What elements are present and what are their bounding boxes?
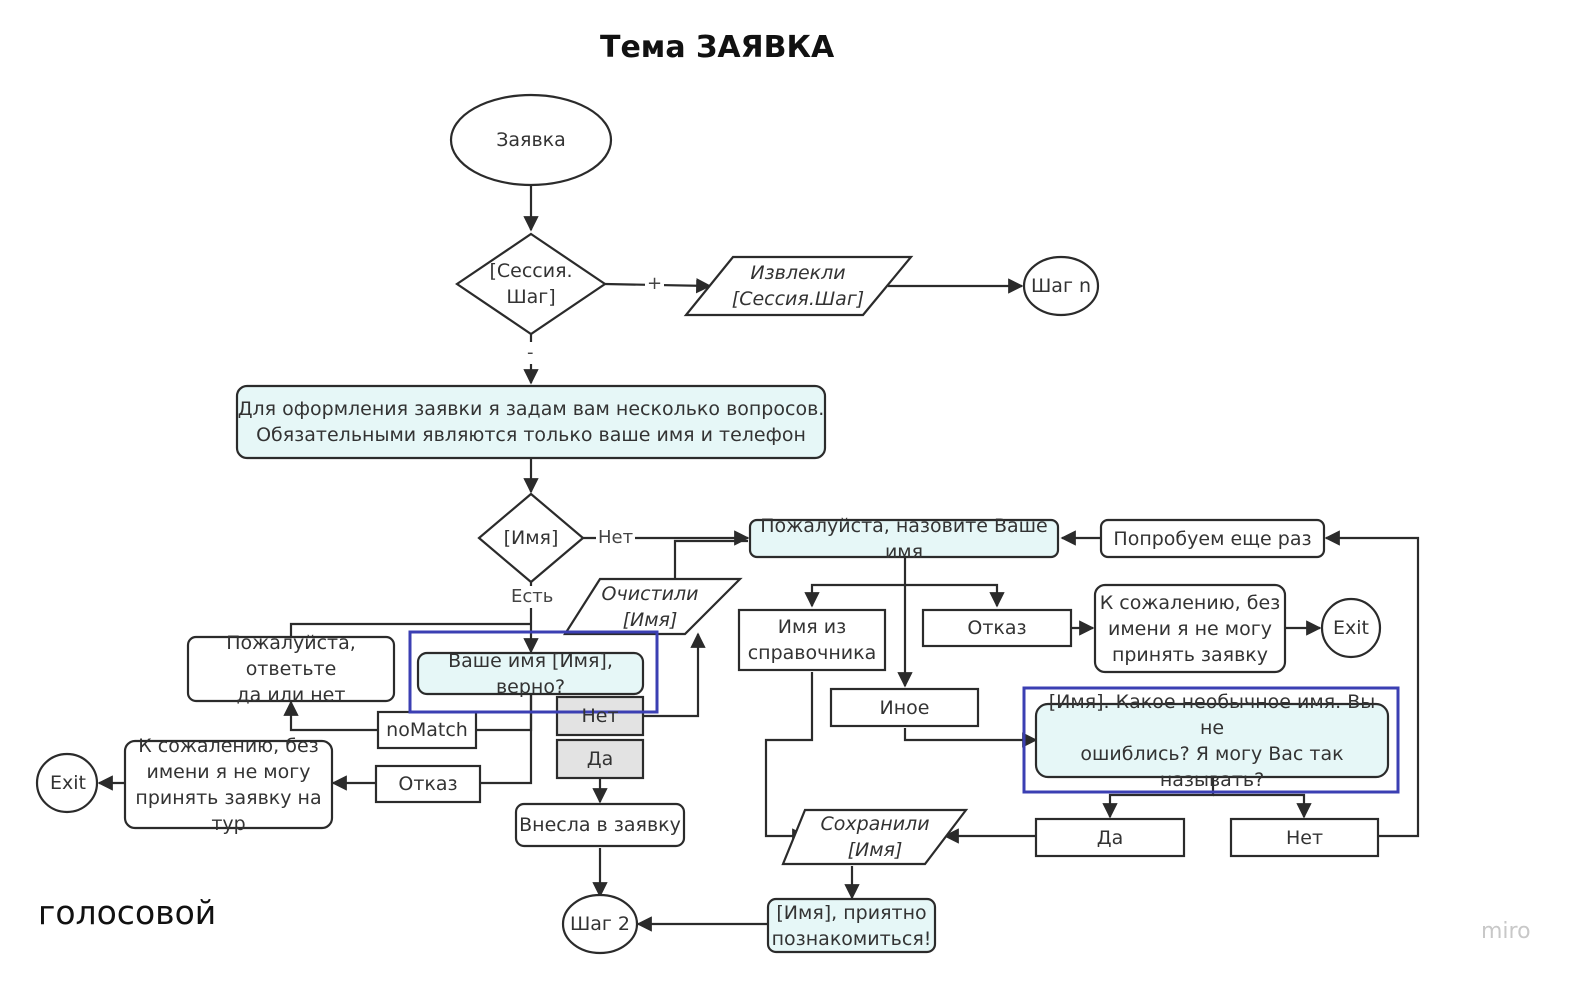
node-intro[interactable]: Для оформления заявки я задам вам нескол… — [237, 398, 825, 446]
node-from-directory[interactable]: Имя из справочника — [747, 616, 877, 664]
node-no-match[interactable]: noMatch — [386, 719, 468, 741]
node-step2-shape — [561, 893, 639, 955]
node-unusual-name[interactable]: [Имя]. Какое необычное имя. Вы не ошибли… — [1048, 690, 1376, 791]
node-unusual-shape — [1034, 702, 1390, 779]
selection-frame-confirm — [408, 630, 659, 714]
node-exit-left-shape — [35, 752, 99, 814]
shapes — [35, 93, 1390, 955]
node-nomatch-shape — [376, 710, 478, 750]
node-confirm-name[interactable]: Ваше имя [Имя], верно? — [448, 649, 613, 698]
selection-frame-unusual — [1022, 686, 1400, 794]
node-session-shape — [455, 232, 607, 336]
node-ask-name[interactable]: Пожалуйста, назовите Ваше имя — [760, 514, 1048, 563]
node-directory-shape — [737, 608, 887, 672]
node-saved-shape — [781, 808, 969, 866]
node-other[interactable]: Иное — [879, 696, 930, 719]
node-try-again[interactable]: Попробуем еще раз — [1113, 527, 1312, 550]
edge-please-to-confirm — [289, 622, 531, 636]
node-name-check[interactable]: [Имя] — [503, 527, 559, 549]
node-session-step[interactable]: [Сессия. Шаг] — [489, 260, 573, 308]
node-confirm-shape — [416, 651, 645, 696]
edge-label-minus: - — [525, 342, 536, 364]
edge-nomatch-to-please — [283, 700, 378, 732]
node-yes-left[interactable]: Да — [586, 748, 614, 770]
edge-unusual-to-yes — [1102, 778, 1215, 819]
node-no-right-shape — [1229, 817, 1380, 858]
node-tryagain-shape — [1099, 518, 1326, 559]
edge-directory-to-saved — [764, 672, 814, 844]
node-step-2[interactable]: Шаг 2 — [569, 913, 631, 935]
edge-unusual-to-no — [1213, 793, 1312, 819]
edge-label-plus: + — [645, 273, 665, 295]
edge-label-yes-exists: Есть — [509, 586, 556, 608]
node-nice-shape — [766, 897, 937, 954]
node-refusal-right[interactable]: Отказ — [967, 617, 1027, 639]
node-namecheck-shape — [477, 492, 585, 584]
node-sorry-right-shape — [1093, 583, 1287, 674]
node-start[interactable]: Заявка — [496, 129, 566, 151]
node-step-n[interactable]: Шаг n — [1030, 275, 1092, 297]
node-no-right[interactable]: Нет — [1285, 826, 1324, 849]
node-refusal-left-shape — [374, 764, 482, 804]
node-exit-right[interactable]: Exit — [1333, 617, 1369, 639]
node-intro-shape — [235, 384, 827, 460]
node-cleared[interactable]: Очистили [Имя] — [601, 582, 699, 631]
node-extracted-shape — [683, 255, 914, 317]
edge-other-to-unusual — [903, 728, 1038, 748]
edge-cleared-to-ask — [673, 539, 748, 583]
edge-ask-to-refusal — [905, 583, 1005, 608]
node-sorry-left-shape — [123, 739, 334, 830]
node-nice-to-meet[interactable]: [Имя], приятно познакомиться! — [771, 901, 932, 950]
node-please-answer[interactable]: Пожалуйста, ответьте да или нет — [226, 632, 356, 706]
edge-ask-to-directory — [804, 557, 907, 608]
node-sorry-left[interactable]: К сожалению, без имени я не могу принять… — [135, 734, 322, 835]
node-please-shape — [186, 635, 396, 703]
node-other-shape — [829, 687, 980, 728]
node-extracted[interactable]: Извлекли [Сессия.Шаг] — [731, 262, 865, 310]
node-no-left[interactable]: Нет — [581, 705, 619, 727]
edge-label-no: Нет — [596, 527, 636, 549]
node-exit-right-shape — [1320, 597, 1382, 659]
node-stepn-shape — [1022, 255, 1100, 317]
corner-label: голосовой — [38, 893, 217, 932]
node-start-shape — [449, 93, 613, 187]
node-no-left-shape — [555, 695, 645, 737]
edge-no-to-tryagain — [1324, 530, 1420, 838]
edge-no-to-cleared — [643, 632, 706, 718]
node-sorry-right[interactable]: К сожалению, без имени я не могу принять… — [1099, 591, 1281, 666]
node-saved-to-request[interactable]: Внесла в заявку — [519, 814, 681, 836]
selection-frames — [408, 630, 1400, 794]
node-yes-right-shape — [1034, 817, 1186, 858]
miro-watermark: miro — [1481, 919, 1531, 944]
node-refusal-right-shape — [921, 608, 1073, 648]
node-cleared-shape — [562, 577, 743, 636]
node-saved-name[interactable]: Сохранили [Имя] — [820, 813, 930, 861]
node-yes-right[interactable]: Да — [1096, 826, 1124, 849]
node-ask-shape — [748, 518, 1060, 559]
node-exit-left[interactable]: Exit — [50, 772, 86, 794]
node-yes-left-shape — [555, 738, 645, 780]
page-title: Тема ЗАЯВКА — [600, 30, 835, 65]
node-request-shape — [514, 802, 686, 848]
edge-confirm-to-refusal — [480, 694, 533, 785]
node-refusal-left[interactable]: Отказ — [398, 773, 458, 795]
